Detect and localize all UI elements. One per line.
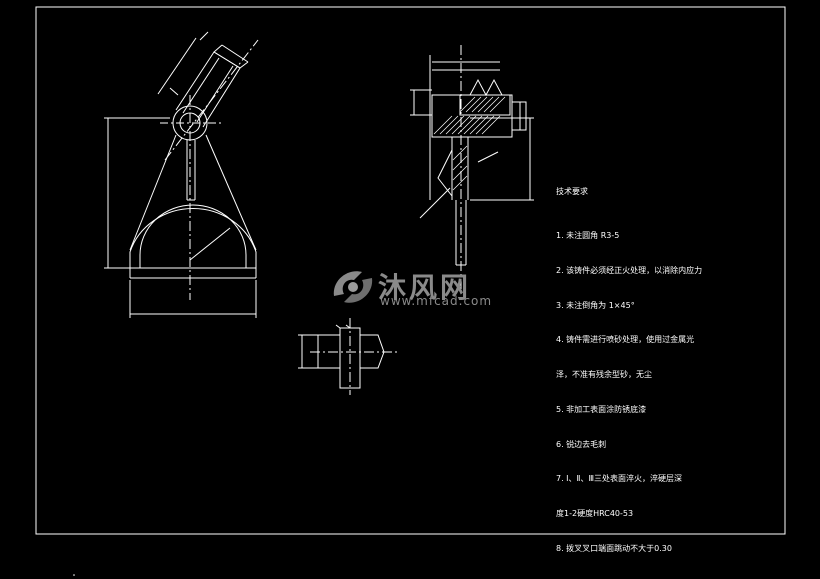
- note-line: 3. 未注倒角为 1×45°: [556, 300, 635, 310]
- note-line: 4. 铸件需进行喷砂处理，使用过金属光: [556, 335, 695, 345]
- note-line: 7. Ⅰ、Ⅱ、Ⅲ三处表面淬火，淬硬层深: [556, 474, 682, 484]
- note-line: 8. 拨叉叉口端面跳动不大于0.30: [556, 544, 672, 553]
- notes-title: 技术要求: [556, 187, 588, 197]
- stray-point: [73, 574, 75, 576]
- section-view: [410, 45, 534, 295]
- technical-requirements: 技术要求 1. 未注圆角 R3-5 2. 该铸件必须经正火处理，以消除内应力 3…: [556, 163, 702, 566]
- note-line: 5. 非加工表面涂防锈底漆: [556, 404, 647, 414]
- watermark: 沐风网 www.mfcad.com: [330, 266, 500, 310]
- note-line: 6. 锐边去毛刺: [556, 439, 607, 449]
- watermark-brand: 沐风网: [378, 271, 472, 304]
- drawing-frame: [35, 6, 786, 535]
- detail-view: [298, 318, 398, 395]
- note-line: 1. 未注圆角 R3-5: [556, 230, 620, 240]
- mfcad-logo-icon: [333, 271, 373, 303]
- front-view: [104, 31, 259, 318]
- watermark-url: www.mfcad.com: [380, 294, 493, 308]
- note-line: 泽，不准有残余型砂，无尘: [556, 370, 652, 380]
- note-line: 2. 该铸件必须经正火处理，以消除内应力: [556, 265, 703, 275]
- note-line: 度1-2硬度HRC40-53: [556, 509, 634, 519]
